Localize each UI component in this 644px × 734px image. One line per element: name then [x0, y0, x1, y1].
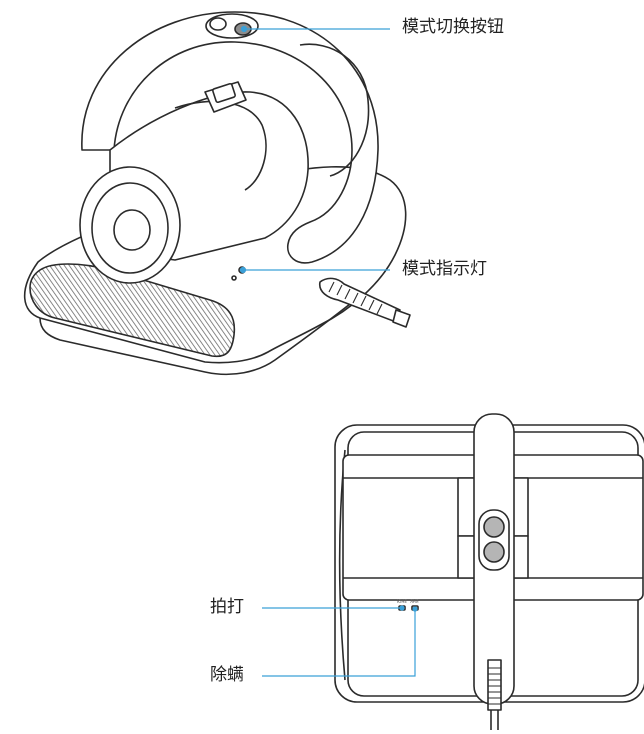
power-cord-tip — [392, 309, 411, 328]
device-base-lip — [39, 299, 356, 376]
label-mode-indicator: 模式指示灯 — [402, 259, 487, 279]
callout-dot-pat — [399, 605, 405, 611]
callout-dot-mode-button — [240, 25, 248, 33]
callout-dot-mite-removal — [412, 606, 418, 612]
twin-button-top — [483, 516, 505, 538]
front-lens-inner — [113, 209, 151, 251]
panel-mark-right: ЯНЯ — [410, 599, 419, 604]
callout-lines-top — [239, 25, 390, 274]
callout-lines-bottom — [262, 605, 418, 677]
mode-slider-knob — [212, 82, 236, 104]
callout-dot-mode-indicator — [239, 266, 247, 274]
twin-button-bottom — [483, 541, 505, 563]
power-cord-ribs — [328, 281, 383, 315]
label-mode-switch-button: 模式切换按钮 — [402, 17, 504, 37]
side-disc — [299, 43, 370, 177]
power-cord-ribs-top — [488, 667, 501, 705]
top-button-left — [209, 17, 227, 31]
device-perspective-view — [23, 11, 411, 376]
cylinder-band — [174, 100, 267, 191]
label-pat: 拍打 — [210, 597, 244, 617]
panel-mark-left: ЮНЕ — [397, 599, 407, 604]
label-mite-removal: 除螨 — [210, 665, 244, 685]
indicator-dot-secondary — [231, 275, 237, 281]
callout-line-mite-removal — [262, 609, 416, 677]
device-top-view — [334, 413, 644, 730]
handle-ring — [81, 11, 379, 264]
